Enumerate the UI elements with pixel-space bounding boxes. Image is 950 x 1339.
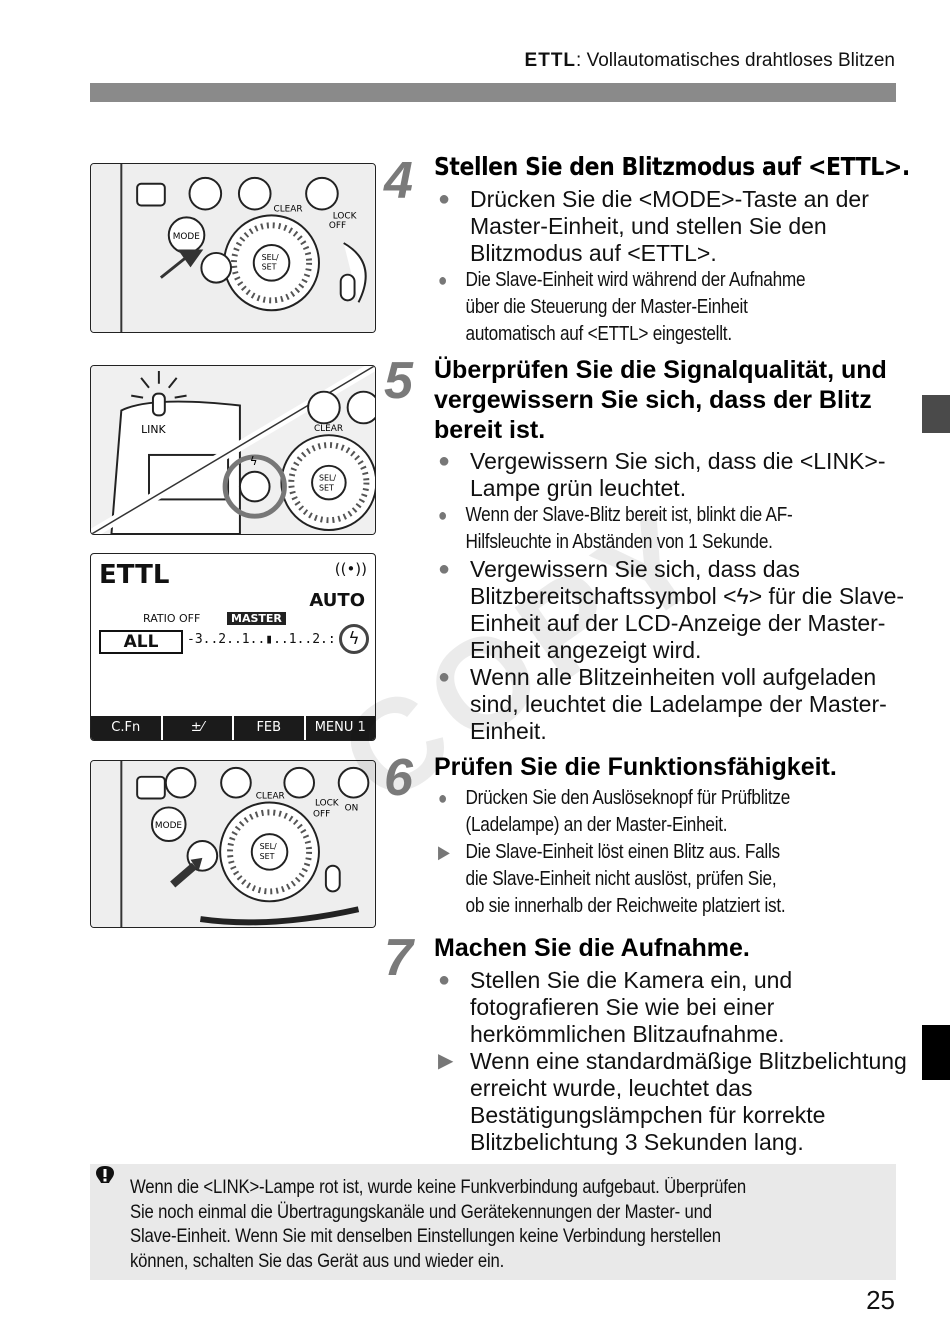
list-item: ▶Wenn eine standardmäßige Blitzbelichtun… [438, 1048, 907, 1155]
list-item: ●Drücken Sie den Auslöseknopf für Prüfbl… [438, 787, 791, 836]
section-tab [922, 395, 950, 433]
test-flash-illustration: CLEAR SEL/ SET MODE LOCK ON OFF [91, 761, 375, 927]
page-header: ETTL: Vollautomatisches drahtloses Blitz… [525, 50, 895, 72]
wireless-signal-icon: ((•)) [334, 560, 367, 578]
list-item: ●Vergewissern Sie sich, dass das Blitzbe… [438, 556, 905, 663]
caution-icon [96, 1166, 114, 1183]
caution-note: Wenn die <LINK>-Lampe rot ist, wurde kei… [90, 1164, 896, 1280]
list-item: ●Drücken Sie die <MODE>-Taste an der Mas… [438, 186, 869, 266]
step-number: 5 [384, 352, 413, 410]
link-lamp-illustration: LINK CLEAR SEL/ SET ϟ [91, 366, 375, 534]
note-text: Wenn die <LINK>-Lampe rot ist, wurde kei… [130, 1177, 746, 1272]
list-item: ●Wenn der Slave-Blitz bereit ist, blinkt… [438, 504, 793, 553]
svg-text:SET: SET [319, 484, 334, 493]
lcd-master-badge: MASTER [227, 612, 286, 625]
figure-mode-button: CLEAR SEL/ SET MODE LOCK OFF [90, 163, 376, 333]
label-clear: CLEAR [274, 204, 303, 214]
step-number: 7 [384, 929, 413, 987]
figure-link-lamp: LINK CLEAR SEL/ SET ϟ [90, 365, 376, 535]
label-off: OFF [329, 221, 346, 231]
svg-text:MODE: MODE [155, 821, 182, 831]
lcd-menu-feb: FEB [234, 716, 306, 740]
lcd-all-group: ALL [99, 630, 183, 654]
list-item: ▶Die Slave-Einheit löst einen Blitz aus.… [438, 841, 786, 917]
svg-text:CLEAR: CLEAR [314, 424, 343, 434]
step-number: 4 [384, 152, 413, 210]
highlight-ring [222, 454, 287, 519]
lcd-menu-cfn: C.Fn [91, 716, 163, 740]
step-7-list: ●Stellen Sie die Kamera ein, und fotogra… [438, 967, 908, 1156]
svg-text:SEL/: SEL/ [262, 253, 279, 262]
svg-text:ON: ON [345, 803, 359, 813]
flash-control-panel-illustration: CLEAR SEL/ SET MODE LOCK OFF [91, 164, 375, 332]
figure-test-flash: CLEAR SEL/ SET MODE LOCK ON OFF [90, 760, 376, 928]
step-4-list: ●Drücken Sie die <MODE>-Taste an der Mas… [438, 186, 908, 348]
svg-text:ϟ: ϟ [250, 454, 258, 468]
svg-text:SET: SET [262, 263, 277, 272]
list-item: ●Wenn alle Blitzeinheiten voll aufgelade… [438, 664, 887, 744]
flash-ready-icon: ϟ [339, 624, 369, 654]
press-arrow-icon [159, 249, 204, 279]
svg-text:CLEAR: CLEAR [256, 792, 285, 802]
lcd-auto: AUTO [309, 590, 365, 611]
figure-lcd-panel: ETTL ((•)) AUTO RATIO OFF MASTER ALL -3.… [90, 553, 376, 741]
list-item: ●Die Slave-Einheit wird während der Aufn… [438, 269, 806, 345]
list-item: ●Vergewissern Sie sich, dass die <LINK>-… [438, 448, 886, 501]
step-number: 6 [384, 749, 413, 807]
svg-text:SET: SET [260, 852, 275, 861]
header-mode-label: ETTL [524, 50, 577, 71]
lcd-menu-fec: ±⁄ [163, 716, 234, 740]
svg-text:SEL/: SEL/ [319, 474, 336, 483]
label-lock: LOCK [333, 211, 357, 221]
svg-text:OFF: OFF [313, 809, 330, 819]
page-number: 25 [866, 1285, 895, 1315]
step-6-list: ●Drücken Sie den Auslöseknopf für Prüfbl… [438, 785, 908, 920]
svg-text:LOCK: LOCK [315, 798, 339, 808]
step-title: Überprüfen Sie die Signalqualität, und v… [434, 356, 887, 444]
step-title: Prüfen Sie die Funktionsfähigkeit. [434, 753, 837, 781]
lcd-mode: ETTL [99, 560, 170, 590]
lcd-menu-bar: C.Fn ±⁄ FEB MENU 1 [91, 716, 375, 740]
label-mode: MODE [173, 232, 200, 242]
lcd-display: ETTL ((•)) AUTO RATIO OFF MASTER ALL -3.… [91, 554, 375, 740]
lcd-ratio: RATIO OFF [143, 612, 201, 625]
list-item: ●Stellen Sie die Kamera ein, und fotogra… [438, 967, 793, 1047]
step-5-list: ●Vergewissern Sie sich, dass die <LINK>-… [438, 448, 908, 745]
label-link: LINK [141, 423, 166, 436]
section-tab-active [922, 1025, 950, 1080]
header-bar [90, 83, 896, 102]
svg-text:SEL/: SEL/ [260, 842, 277, 851]
step-title: Machen Sie die Aufnahme. [434, 934, 750, 962]
press-arrow-icon [190, 857, 203, 872]
lcd-exposure-scale: -3..2..1..▮..1..2.: [187, 632, 336, 647]
lcd-menu-menu1: MENU 1 [314, 720, 366, 735]
step-title: Stellen Sie den Blitzmodus auf <ETTL>. [434, 152, 910, 181]
header-title: : Vollautomatisches drahtloses Blitzen [576, 50, 895, 71]
